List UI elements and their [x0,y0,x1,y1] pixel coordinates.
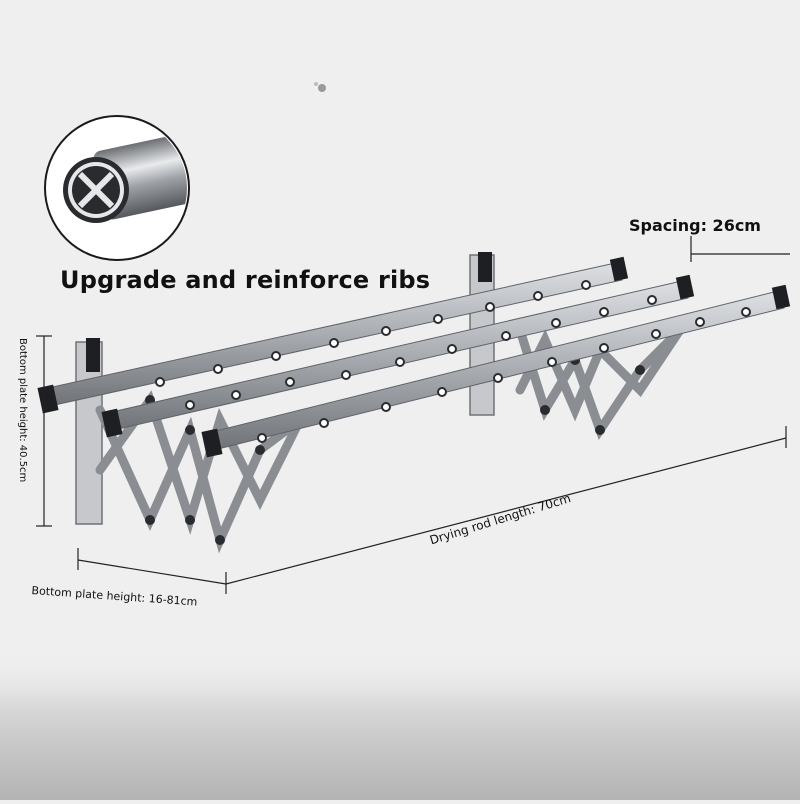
spacing-label: Spacing: 26cm [629,216,761,235]
floor-mist [0,650,800,800]
headline: Upgrade and reinforce ribs [60,266,431,294]
drying-rod-2 [101,274,695,438]
tube-cross-section-icon [44,115,190,261]
dimension-lines [36,236,790,594]
drying-rod-3 [201,284,791,458]
plate-height-label: Bottom plate height: 40.5cm [17,338,28,483]
speck-icon [314,82,326,92]
rod-holes [155,280,751,443]
drying-rod-1 [37,256,629,414]
wall-bracket-left [75,338,103,525]
